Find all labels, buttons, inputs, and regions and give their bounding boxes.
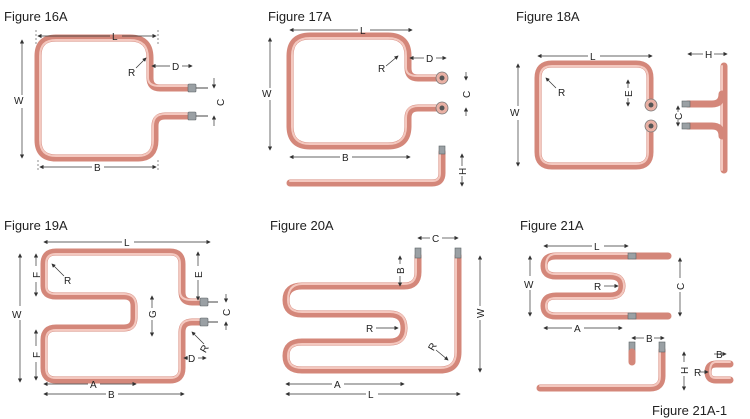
figure-18a: Figure 18A L W R E H C <box>510 9 728 174</box>
figure-21a-title: Figure 21A <box>520 218 584 233</box>
f20-dim-R2: R <box>427 341 440 353</box>
f21-dim-B2: B <box>716 350 723 361</box>
f19-dim-F2: F <box>32 352 43 358</box>
f19-dim-L: L <box>124 238 130 249</box>
f21-dim-R: R <box>594 282 601 293</box>
f21-dim-L: L <box>594 242 600 253</box>
f17-dim-R: R <box>378 64 385 75</box>
f18-dim-W: W <box>510 108 520 119</box>
f20-dim-R1: R <box>366 324 373 335</box>
f17-dim-B: B <box>342 153 349 164</box>
f16-dim-D: D <box>172 62 179 73</box>
f20-dim-W: W <box>476 308 487 318</box>
f21-dim-B: B <box>646 334 653 345</box>
f21-dim-W: W <box>524 280 534 291</box>
f17-dim-H: H <box>458 168 469 175</box>
figure-16a: Figure 16A L W D R C B <box>4 9 227 174</box>
f19-dim-E: E <box>194 271 205 278</box>
f16-dim-L: L <box>112 32 118 43</box>
f21-dim-C: C <box>676 283 687 290</box>
figure-17a-title: Figure 17A <box>268 9 332 24</box>
figure-16a-title: Figure 16A <box>4 9 68 24</box>
f20-dim-C: C <box>432 234 439 245</box>
figure-20a-title: Figure 20A <box>270 218 334 233</box>
f20-dim-A: A <box>334 380 341 391</box>
f19-dim-F1: F <box>32 272 43 278</box>
f17-dim-L: L <box>360 26 366 37</box>
f16-dim-W: W <box>14 96 24 107</box>
f16-dim-C: C <box>216 99 227 106</box>
figure-19a: Figure 19A L W F F R E G <box>4 218 233 401</box>
f21-dim-R2: R <box>694 368 701 379</box>
f20-dim-L: L <box>368 390 374 401</box>
f19-dim-R2: R <box>199 343 212 355</box>
f19-dim-D: D <box>188 354 195 365</box>
f18-dim-R: R <box>558 88 565 99</box>
f19-dim-C: C <box>222 309 233 316</box>
f16-dim-R: R <box>128 68 135 79</box>
f19-dim-A: A <box>90 380 97 391</box>
f20-dim-B: B <box>396 267 407 274</box>
f17-dim-D: D <box>426 54 433 65</box>
f16-dim-B: B <box>94 163 101 174</box>
figure-21a: Figure 21A L W R C A B <box>520 218 734 392</box>
figure-21a-1-title: Figure 21A-1 <box>652 403 727 418</box>
f18-dim-L: L <box>590 52 596 63</box>
f18-dim-E: E <box>624 90 635 97</box>
figure-18a-title: Figure 18A <box>516 9 580 24</box>
f19-dim-W: W <box>12 310 22 321</box>
figure-19a-title: Figure 19A <box>4 218 68 233</box>
f17-dim-W: W <box>262 89 272 100</box>
f19-dim-B: B <box>108 390 115 401</box>
figure-20a: Figure 20A C B R R W A L <box>270 218 487 401</box>
f18-dim-C: C <box>674 113 685 120</box>
figure-17a: Figure 17A L W D R C B H <box>262 9 473 187</box>
f19-dim-G: G <box>148 310 159 318</box>
f21-dim-H: H <box>680 367 691 374</box>
f21-dim-A: A <box>574 324 581 335</box>
f18-dim-H: H <box>705 50 712 61</box>
f19-dim-R: R <box>64 276 71 287</box>
f17-dim-C: C <box>462 91 473 98</box>
